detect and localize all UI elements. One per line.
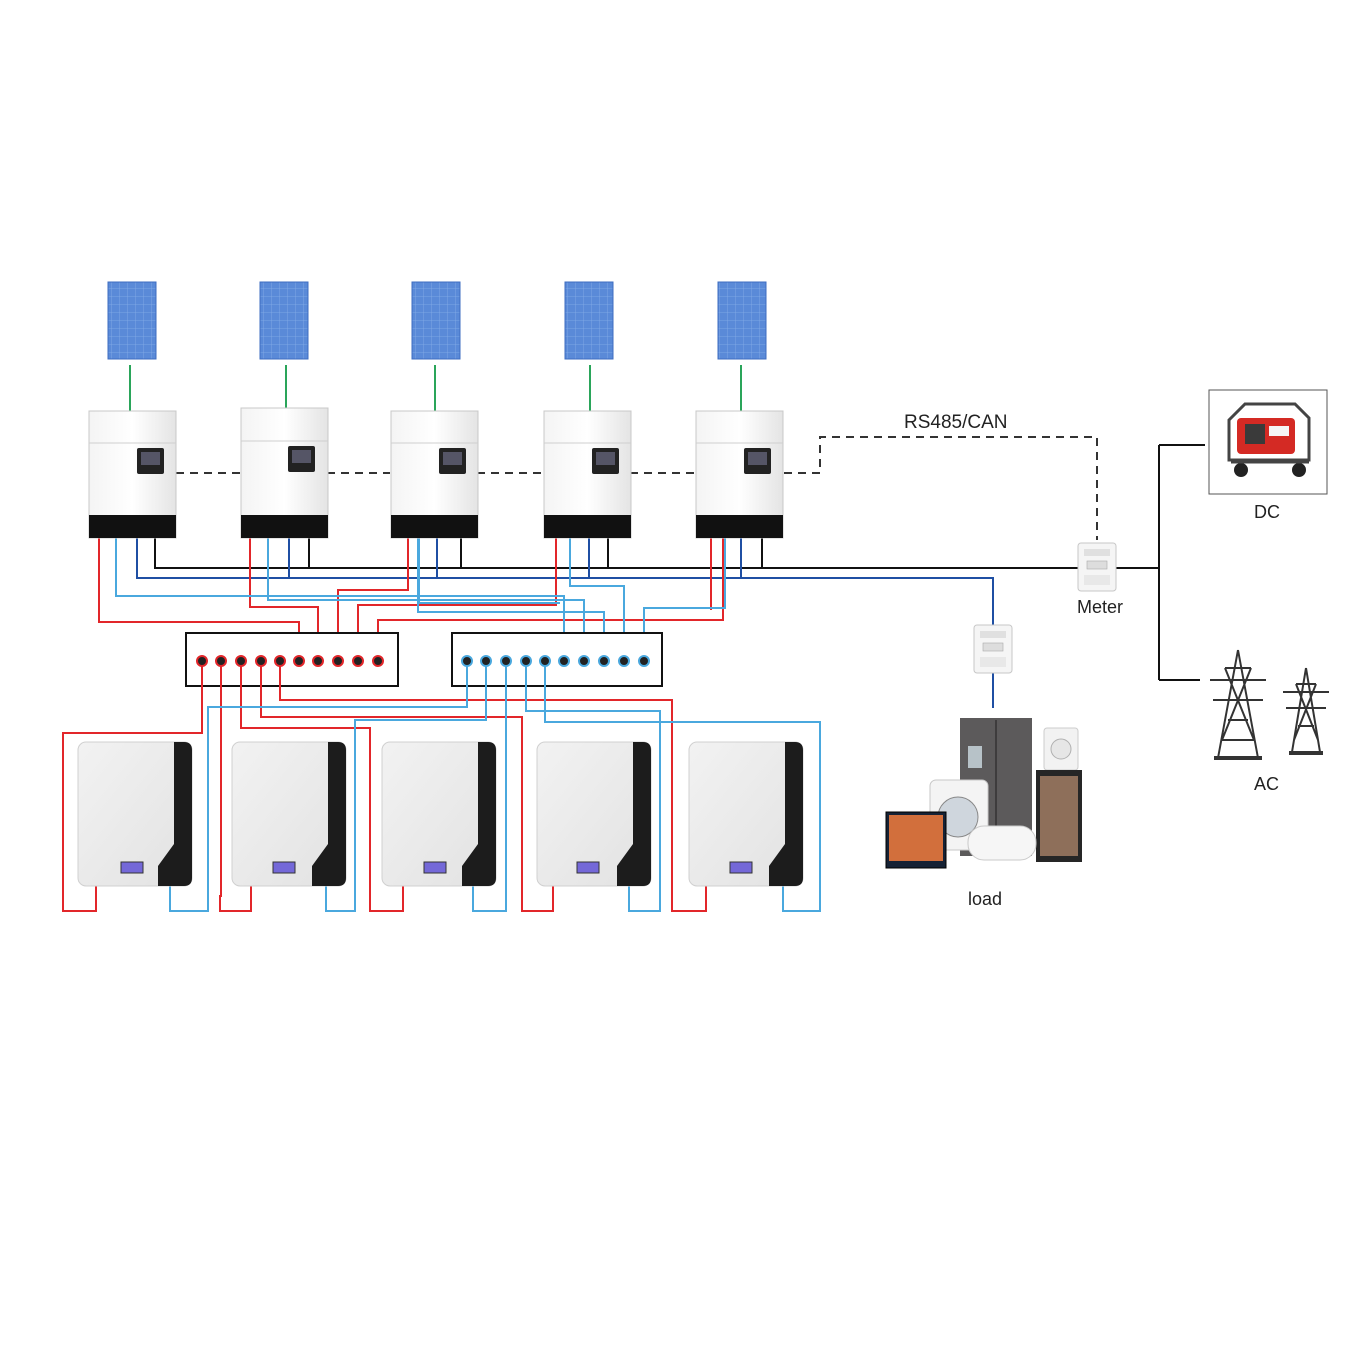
comm-line bbox=[176, 436, 1098, 540]
negative-wires-top bbox=[115, 538, 726, 657]
load-line bbox=[136, 538, 994, 708]
meter-icon bbox=[973, 624, 1013, 674]
inverter-icon bbox=[88, 410, 177, 539]
positive-busbar bbox=[185, 632, 399, 687]
negative-wires-bottom bbox=[169, 666, 821, 912]
inverter-icon bbox=[543, 410, 632, 539]
inverter-icon bbox=[390, 410, 479, 539]
load-label: load bbox=[968, 889, 1003, 909]
solar-panel-icon bbox=[259, 281, 309, 360]
solar-panel-icon bbox=[717, 281, 767, 360]
battery-icon bbox=[381, 741, 497, 887]
terminals bbox=[196, 655, 384, 667]
pv-lines bbox=[129, 365, 742, 411]
grid-label: AC bbox=[1254, 774, 1280, 794]
inverter-icon bbox=[240, 407, 329, 539]
comm-link-label: RS485/CAN bbox=[904, 412, 1008, 433]
solar-panel-icon bbox=[107, 281, 157, 360]
power-tower-icon bbox=[1210, 649, 1329, 760]
ac-bus bbox=[154, 444, 1205, 681]
solar-panels bbox=[107, 281, 767, 360]
meter-label: Meter bbox=[1077, 597, 1124, 617]
solar-panel-icon bbox=[411, 281, 461, 360]
negative-busbar bbox=[451, 632, 663, 687]
battery-icon bbox=[231, 741, 347, 887]
generator-label: DC bbox=[1254, 502, 1280, 522]
appliances-icon bbox=[885, 718, 1082, 869]
meter-icon bbox=[1077, 542, 1117, 592]
solar-panel-icon bbox=[564, 281, 614, 360]
battery-icon bbox=[688, 741, 804, 887]
positive-wires-bottom bbox=[62, 666, 707, 912]
inverter-icon bbox=[695, 410, 784, 539]
generator-icon bbox=[1208, 389, 1328, 495]
batteries bbox=[77, 741, 804, 887]
battery-icon bbox=[536, 741, 652, 887]
battery-icon bbox=[77, 741, 193, 887]
inverters bbox=[88, 407, 784, 539]
